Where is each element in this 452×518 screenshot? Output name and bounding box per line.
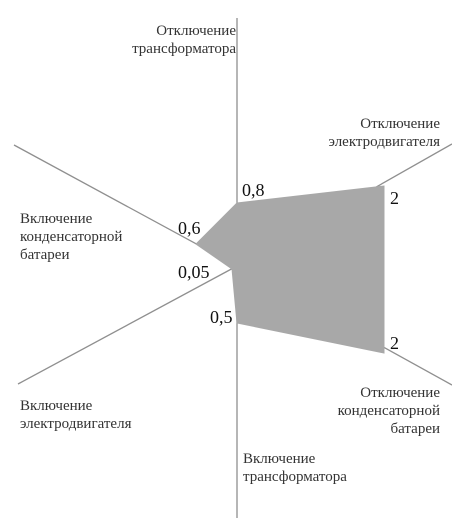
axis-label-line: Включение: [20, 398, 93, 414]
axis-label-motor_off: Отключение электродвигателя: [329, 116, 441, 150]
data-area-polygon: [195, 185, 385, 354]
axis-label-line: Включение: [243, 451, 316, 467]
value-label-motor_off: 2: [390, 188, 399, 208]
axis-label-line: батареи: [391, 421, 440, 437]
axis-label-line: Отключение: [360, 385, 440, 401]
axis-label-line: электродвигателя: [329, 134, 441, 150]
data-area-layer: [195, 185, 385, 354]
axis-label-line: электродвигателя: [20, 416, 132, 432]
value-label-cap_off: 2: [390, 333, 399, 353]
axis-label-line: Включение: [20, 211, 93, 227]
value-label-cap_on: 0,6: [178, 218, 201, 238]
value-label-tr_on: 0,5: [210, 307, 233, 327]
axis-label-cap_on: Включение конденсаторной батареи: [20, 211, 122, 263]
axis-label-line: конденсаторной: [338, 403, 440, 419]
value-label-tr_off: 0,8: [242, 180, 265, 200]
axis-label-line: батареи: [20, 247, 69, 263]
axis-label-line: трансформатора: [132, 41, 236, 57]
axis-label-line: конденсаторной: [20, 229, 122, 245]
axis-label-tr_on: Включение трансформатора: [243, 451, 347, 485]
value-label-motor_on: 0,05: [178, 262, 210, 282]
axis-label-tr_off: Отключение трансформатора: [132, 23, 236, 57]
axis-label-line: Отключение: [156, 23, 236, 39]
axis-label-cap_off: Отключение конденсаторной батареи: [338, 385, 441, 437]
axis-line-motor_on: [17, 265, 238, 385]
axis-label-motor_on: Включение электродвигателя: [20, 398, 132, 432]
axis-label-line: трансформатора: [243, 469, 347, 485]
axis-label-line: Отключение: [360, 116, 440, 132]
